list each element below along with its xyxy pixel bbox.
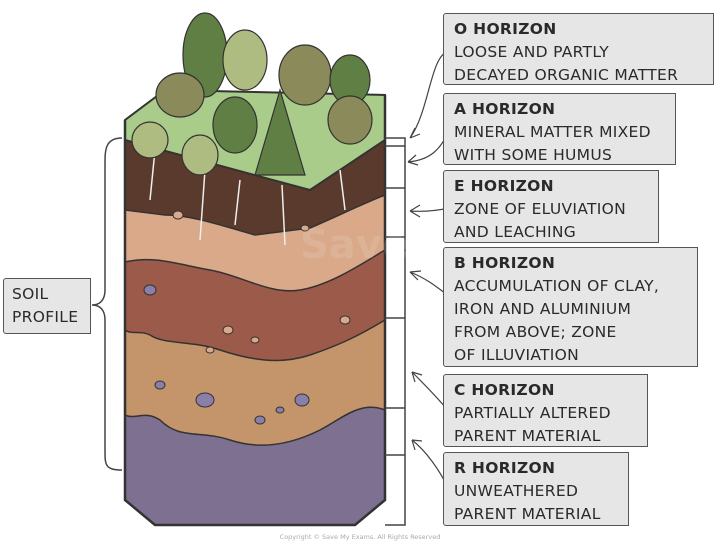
soil-profile-label: SOIL PROFILE	[3, 278, 91, 334]
e-horizon-box: E HORIZON ZONE OF ELUVIATION AND LEACHIN…	[443, 170, 659, 243]
o-horizon-box: O HORIZON LOOSE AND PARTLY DECAYED ORGAN…	[443, 13, 714, 85]
column-outline	[123, 95, 387, 527]
roots	[149, 149, 346, 246]
horizon-title: C HORIZON	[454, 381, 555, 399]
horizon-title: O HORIZON	[454, 20, 557, 38]
horizon-desc: OF ILLUVIATION	[454, 346, 580, 364]
soil-profile-brace	[91, 137, 123, 471]
a-horizon-box: A HORIZON MINERAL MATTER MIXED WITH SOME…	[443, 93, 676, 165]
horizon-desc: DECAYED ORGANIC MATTER	[454, 66, 679, 84]
horizon-title: R HORIZON	[454, 459, 556, 477]
horizon-desc: AND LEACHING	[454, 223, 577, 241]
horizon-desc: LOOSE AND PARTLY	[454, 43, 610, 61]
c-horizon-box: C HORIZON PARTIALLY ALTERED PARENT MATER…	[443, 374, 648, 447]
label-line: SOIL	[12, 285, 49, 303]
stones	[143, 284, 310, 425]
arrows	[407, 50, 450, 491]
trees	[131, 12, 373, 176]
horizon-desc: UNWEATHERED	[454, 482, 579, 500]
copyright-notice: Copyright © Save My Exams. All Rights Re…	[279, 533, 441, 541]
horizon-title: E HORIZON	[454, 177, 554, 195]
horizon-desc: WITH SOME HUMUS	[454, 146, 613, 164]
horizon-desc: PARTIALLY ALTERED	[454, 404, 611, 422]
horizon-desc: PARENT MATERIAL	[454, 505, 601, 523]
horizon-desc: MINERAL MATTER MIXED	[454, 123, 651, 141]
b-horizon-box: B HORIZON ACCUMULATION OF CLAY, IRON AND…	[443, 247, 698, 367]
horizon-title: B HORIZON	[454, 254, 556, 272]
horizon-desc: ZONE OF ELUVIATION	[454, 200, 626, 218]
horizon-title: A HORIZON	[454, 100, 556, 118]
label-line: PROFILE	[12, 308, 79, 326]
horizon-desc: PARENT MATERIAL	[454, 427, 601, 445]
horizon-desc: FROM ABOVE; ZONE	[454, 323, 617, 341]
r-horizon-box: R HORIZON UNWEATHERED PARENT MATERIAL	[443, 452, 629, 526]
pebbles	[172, 210, 351, 354]
horizon-desc: ACCUMULATION OF CLAY,	[454, 277, 660, 295]
horizon-brackets	[385, 137, 406, 526]
horizon-desc: IRON AND ALUMINIUM	[454, 300, 632, 318]
